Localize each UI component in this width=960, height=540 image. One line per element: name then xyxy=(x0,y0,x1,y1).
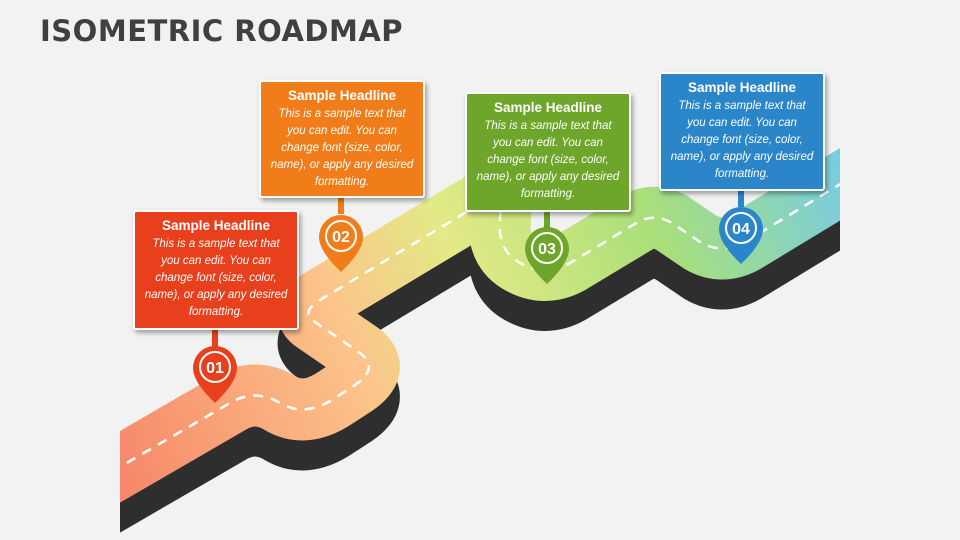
connector-stem-4 xyxy=(738,189,744,207)
pin-number-4: 04 xyxy=(732,221,750,238)
step-4-headline: Sample Headline xyxy=(687,80,797,95)
map-pin-icon: 01 xyxy=(193,346,237,403)
step-2-callout: Sample Headline This is a sample text th… xyxy=(259,80,425,198)
pin-number-2: 02 xyxy=(332,229,350,246)
step-2-text: This is a sample text that you can edit.… xyxy=(270,108,414,188)
step-4-callout: Sample Headline This is a sample text th… xyxy=(659,72,825,191)
map-pin-icon: 04 xyxy=(719,207,763,264)
step-4-text: This is a sample text that you can edit.… xyxy=(670,100,814,180)
step-1-headline: Sample Headline xyxy=(161,218,271,233)
page-title: ISOMETRIC ROADMAP xyxy=(40,14,404,48)
connector-stem-2 xyxy=(338,196,344,214)
step-1-text: This is a sample text that you can edit.… xyxy=(144,238,288,318)
connector-stem-3 xyxy=(544,210,550,228)
map-pin-icon: 02 xyxy=(319,215,363,272)
pin-number-3: 03 xyxy=(538,241,556,258)
step-3-text: This is a sample text that you can edit.… xyxy=(476,120,620,200)
map-pin-icon: 03 xyxy=(525,227,569,284)
step-3-headline: Sample Headline xyxy=(493,100,603,115)
pin-number-1: 01 xyxy=(206,360,224,377)
step-3-callout: Sample Headline This is a sample text th… xyxy=(465,92,631,212)
step-1-callout: Sample Headline This is a sample text th… xyxy=(133,210,299,330)
connector-stem-1 xyxy=(212,328,218,348)
step-2-headline: Sample Headline xyxy=(287,88,397,103)
